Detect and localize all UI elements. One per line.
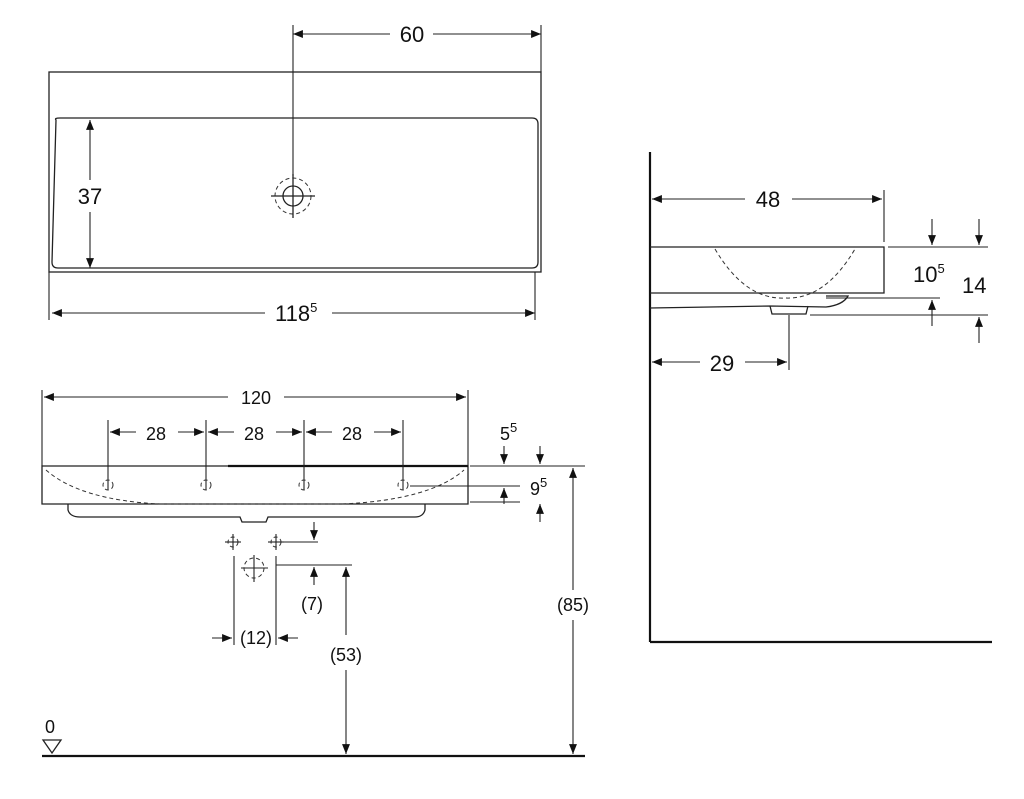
basin-bowl-top bbox=[51, 117, 539, 269]
tap-hole-icon bbox=[397, 420, 409, 491]
tap-holes bbox=[102, 420, 409, 491]
basin-side-outline bbox=[650, 246, 885, 294]
floor-level-icon bbox=[41, 739, 63, 755]
dim-drain-distance: 29 bbox=[710, 351, 734, 376]
dim-rim-tap: 55 bbox=[500, 420, 517, 444]
dim-drain-offset: 60 bbox=[400, 22, 424, 47]
basin-outline-top bbox=[48, 71, 542, 273]
dim-total-height: 14 bbox=[962, 273, 986, 298]
dim-overall-width: 120 bbox=[241, 388, 271, 408]
waste-outlet-icon bbox=[241, 555, 268, 582]
supply-valve-icon bbox=[225, 534, 241, 550]
front-view: 120 28 28 28 55 95 (7) bbox=[41, 388, 589, 758]
side-view: 48 105 14 29 bbox=[648, 152, 992, 644]
dim-tap-spacing-1: 28 bbox=[146, 424, 166, 444]
tap-hole-icon bbox=[298, 420, 310, 491]
dim-tap-height: 95 bbox=[530, 475, 547, 499]
dim-total-width: 1185 bbox=[275, 300, 317, 326]
dim-waste-height: (53) bbox=[330, 645, 362, 665]
drain-icon bbox=[271, 174, 315, 218]
top-view: 60 37 1185 bbox=[48, 22, 542, 326]
floor-level-label: 0 bbox=[45, 717, 55, 737]
tap-hole-icon bbox=[102, 420, 114, 491]
supply-valve-icon bbox=[268, 534, 284, 550]
basin-front-outline bbox=[41, 465, 469, 505]
dim-bowl-height: 105 bbox=[913, 261, 945, 287]
drain-side bbox=[769, 305, 809, 315]
dim-basin-depth: 37 bbox=[78, 184, 102, 209]
dim-supply-spacing: (12) bbox=[240, 628, 272, 648]
dim-tap-spacing-3: 28 bbox=[342, 424, 362, 444]
dim-supply-offset: (7) bbox=[301, 594, 323, 614]
tap-hole-icon bbox=[200, 420, 212, 491]
dim-depth: 48 bbox=[756, 187, 780, 212]
dim-rim-height: (85) bbox=[557, 595, 589, 615]
dim-tap-spacing-2: 28 bbox=[244, 424, 264, 444]
basin-underside bbox=[67, 504, 426, 523]
